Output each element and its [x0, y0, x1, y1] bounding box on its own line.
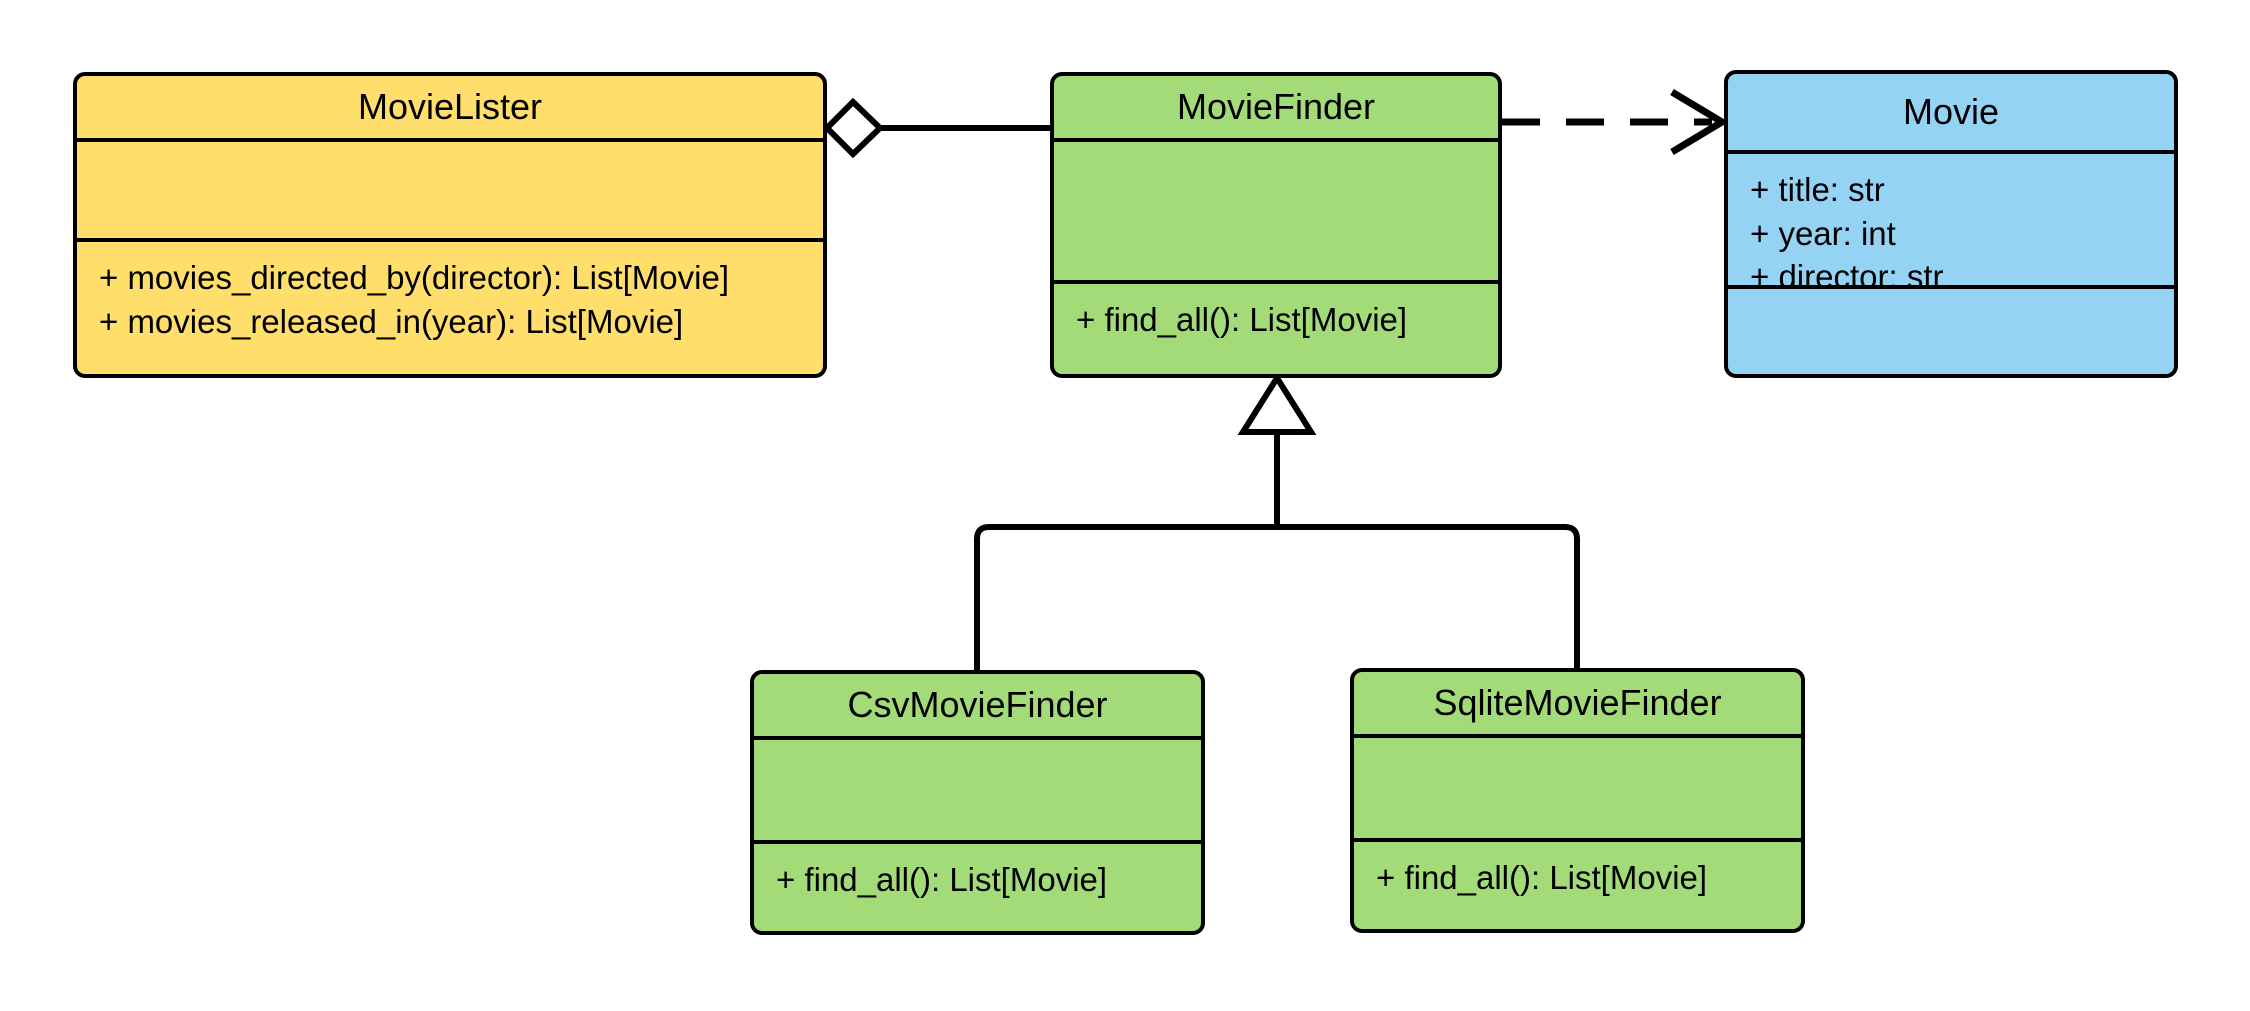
- class-attributes-compartment: [1054, 142, 1498, 284]
- hollow-diamond-icon: [822, 97, 885, 159]
- class-operations-compartment: [1728, 289, 2174, 374]
- generalization-branches: [974, 524, 1580, 670]
- aggregation-movielister-moviefinder: [822, 97, 1050, 159]
- hollow-triangle-icon: [1237, 372, 1317, 435]
- operation-item: + find_all(): List[Movie]: [1376, 859, 1708, 896]
- class-name-compartment: Movie: [1728, 74, 2174, 154]
- class-operations-compartment: + movies_directed_by(director): List[Mov…: [77, 242, 823, 374]
- class-operations-compartment: + find_all(): List[Movie]: [1054, 284, 1498, 374]
- class-title-movielister: MovieLister: [357, 86, 543, 128]
- operation-item: + find_all(): List[Movie]: [776, 861, 1108, 898]
- operation-item: + find_all(): List[Movie]: [1076, 301, 1408, 338]
- class-box-csvmoviefinder[interactable]: CsvMovieFinder + find_all(): List[Movie]: [750, 670, 1205, 935]
- class-name-compartment: MovieFinder: [1054, 76, 1498, 142]
- attribute-item: + director: str: [1750, 258, 1944, 296]
- open-arrow-icon: [1670, 88, 1729, 156]
- attribute-item: + year: int: [1750, 214, 1896, 252]
- class-attributes-compartment: [754, 740, 1201, 844]
- class-name-compartment: CsvMovieFinder: [754, 674, 1201, 740]
- class-attributes-compartment: [1354, 738, 1801, 842]
- class-title-csvmoviefinder: CsvMovieFinder: [847, 684, 1108, 726]
- operation-item: + movies_released_in(year): List[Movie]: [99, 302, 684, 340]
- class-box-moviefinder[interactable]: MovieFinder + find_all(): List[Movie]: [1050, 72, 1502, 378]
- class-box-movielister[interactable]: MovieLister + movies_directed_by(directo…: [73, 72, 827, 378]
- generalization-tree: [974, 372, 1580, 670]
- dependency-moviefinder-movie: [1502, 88, 1729, 156]
- class-attributes-compartment: [77, 142, 823, 242]
- attribute-item: + title: str: [1750, 171, 1885, 208]
- class-title-moviefinder: MovieFinder: [1176, 86, 1376, 128]
- class-box-movie[interactable]: Movie + title: str + year: int + directo…: [1724, 70, 2178, 378]
- class-box-sqlitemoviefinder[interactable]: SqliteMovieFinder + find_all(): List[Mov…: [1350, 668, 1805, 933]
- class-title-movie: Movie: [1902, 91, 2000, 133]
- class-name-compartment: MovieLister: [77, 76, 823, 142]
- class-operations-compartment: + find_all(): List[Movie]: [754, 844, 1201, 931]
- class-operations-compartment: + find_all(): List[Movie]: [1354, 842, 1801, 929]
- class-title-sqlitemoviefinder: SqliteMovieFinder: [1433, 682, 1722, 724]
- class-name-compartment: SqliteMovieFinder: [1354, 672, 1801, 738]
- operation-item: + movies_directed_by(director): List[Mov…: [99, 259, 729, 296]
- class-attributes-compartment: + title: str + year: int + director: str: [1728, 154, 2174, 295]
